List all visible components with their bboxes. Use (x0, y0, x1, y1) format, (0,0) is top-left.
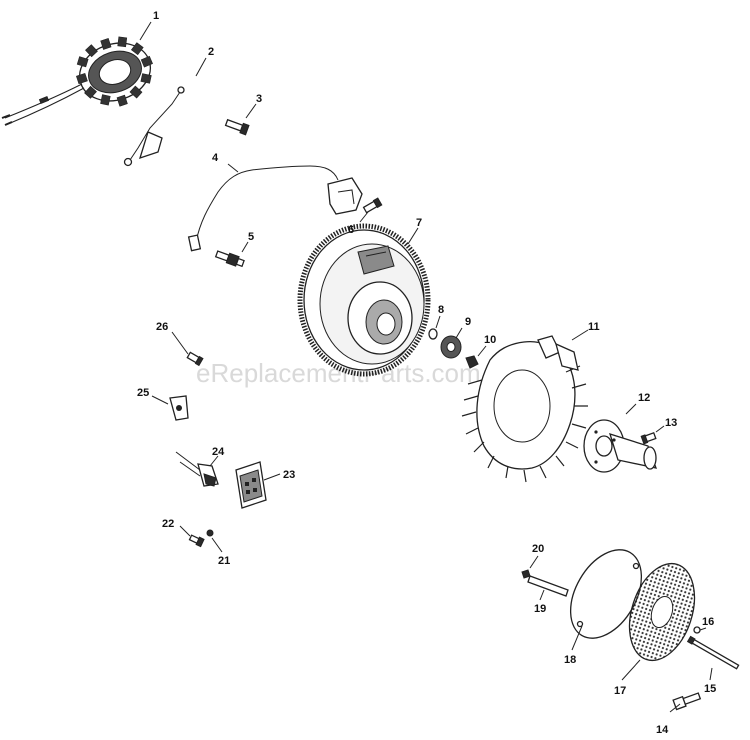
callout-20: 20 (532, 543, 544, 555)
callout-25: 25 (137, 387, 149, 399)
callout-24: 24 (212, 446, 225, 458)
callout-22: 22 (162, 518, 174, 530)
part-washer-16 (693, 626, 701, 634)
part-nut-20 (521, 569, 531, 579)
callout-7: 7 (416, 217, 422, 229)
part-nut (465, 355, 479, 369)
part-retaining-ring (569, 549, 643, 639)
callout-14: 14 (656, 724, 669, 736)
part-clip (169, 395, 189, 421)
callout-2: 2 (208, 46, 214, 58)
part-ground-lead (123, 86, 185, 167)
part-flywheel (297, 223, 431, 377)
callout-5: 5 (248, 231, 254, 243)
part-wire-connector (175, 451, 219, 487)
callout-1: 1 (153, 10, 159, 22)
callout-21: 21 (218, 555, 230, 567)
callout-13: 13 (665, 417, 677, 429)
callout-3: 3 (256, 93, 262, 105)
callout-19: 19 (534, 603, 546, 615)
part-bolt-14 (672, 692, 702, 711)
part-washer (440, 335, 462, 359)
callout-6: 6 (348, 224, 354, 236)
part-key (428, 328, 438, 340)
callout-4: 4 (212, 152, 219, 164)
callout-9: 9 (465, 316, 471, 328)
callout-8: 8 (438, 304, 444, 316)
callout-15: 15 (704, 683, 716, 695)
part-pin (527, 575, 569, 597)
part-screen (628, 562, 696, 662)
part-spark-plug-lead (187, 165, 363, 252)
part-fan-housing (461, 335, 588, 483)
part-drive-hub (583, 419, 658, 473)
callout-17: 17 (614, 685, 626, 697)
part-long-bolt (686, 635, 740, 670)
callout-labels: 1 2 3 4 5 6 7 8 9 10 11 12 13 14 15 16 1… (137, 10, 716, 736)
callout-16: 16 (702, 616, 714, 628)
callout-26: 26 (156, 321, 168, 333)
callout-12: 12 (638, 392, 650, 404)
part-bolt-26 (186, 351, 204, 367)
callout-11: 11 (588, 321, 600, 333)
part-screw-6 (362, 197, 383, 214)
part-regulator (235, 461, 267, 509)
callout-18: 18 (564, 654, 576, 666)
leader-lines (139, 21, 713, 713)
part-screw-13 (640, 431, 657, 445)
callout-10: 10 (484, 334, 496, 346)
part-stator (1, 36, 153, 126)
part-nut-21 (206, 529, 214, 537)
part-screw-3 (224, 118, 250, 136)
callout-23: 23 (283, 469, 295, 481)
part-spark-plug (214, 250, 245, 268)
part-screw-22 (188, 534, 205, 548)
